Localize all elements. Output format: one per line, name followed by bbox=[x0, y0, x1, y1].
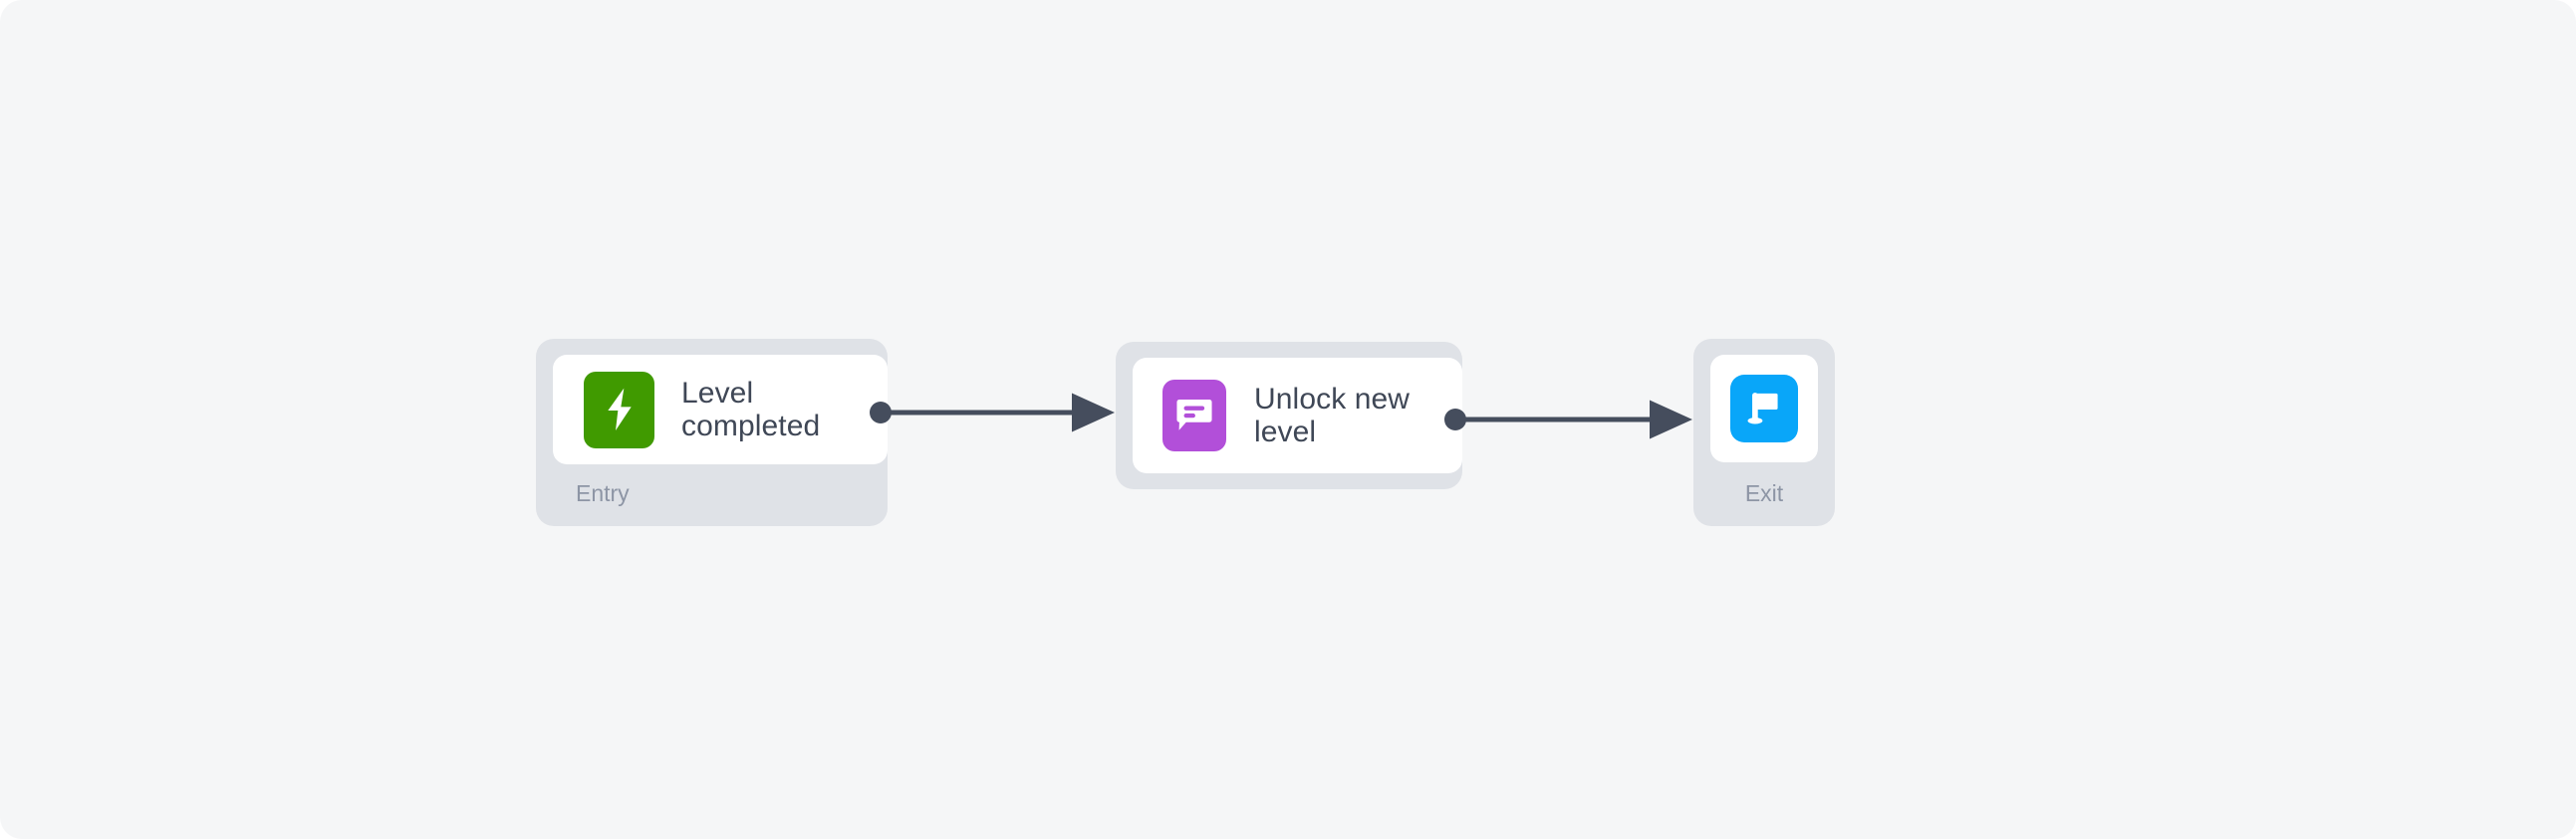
node-exit-caption: Exit bbox=[1744, 480, 1784, 506]
flag-icon bbox=[1730, 375, 1798, 442]
node-exit[interactable]: Exit bbox=[1693, 339, 1835, 526]
node-entry-title: Level completed bbox=[681, 377, 821, 442]
node-action[interactable]: Unlock new level bbox=[1116, 342, 1466, 489]
node-entry[interactable]: Level completed Entry bbox=[536, 339, 892, 526]
node-entry-card[interactable]: Level completed bbox=[553, 355, 888, 464]
lightning-bolt-icon bbox=[584, 371, 654, 448]
node-entry-output-port[interactable] bbox=[870, 402, 892, 423]
node-action-card[interactable]: Unlock new level bbox=[1133, 358, 1462, 473]
node-exit-card[interactable] bbox=[1710, 355, 1818, 462]
message-bubble-icon bbox=[1162, 380, 1226, 451]
node-action-output-port[interactable] bbox=[1444, 409, 1466, 430]
node-action-title: Unlock new level bbox=[1254, 383, 1411, 448]
node-entry-caption: Entry bbox=[576, 480, 630, 506]
